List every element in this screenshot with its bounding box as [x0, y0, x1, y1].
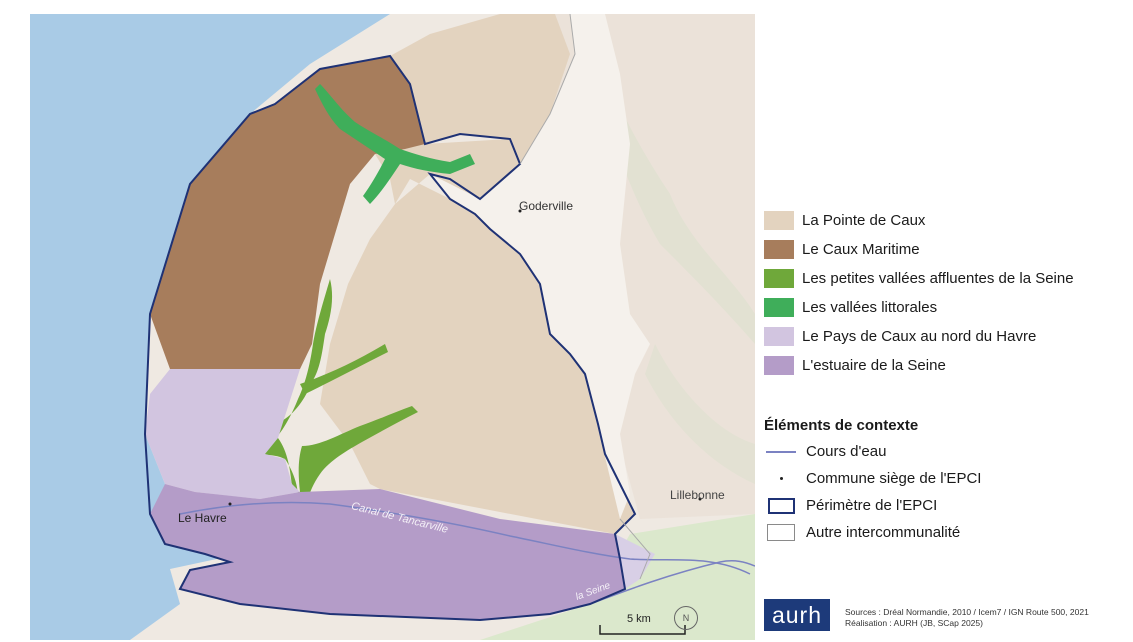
legend-item-caux-maritime: Le Caux Maritime [764, 235, 1129, 264]
map-canvas[interactable]: Goderville Le Havre Lillebonne Canal de … [30, 14, 755, 640]
legend-swatch [764, 240, 794, 259]
seat-dot-le-havre [228, 502, 232, 506]
credits-line: Réalisation : AURH (JB, SCap 2025) [845, 618, 983, 628]
legend-label: Le Caux Maritime [802, 241, 920, 258]
unit-pays-de-caux-nord-havre [145, 369, 300, 499]
legend-item-river: Cours d'eau [764, 438, 1129, 465]
map-svg [30, 14, 755, 640]
label-lillebonne: Lillebonne [670, 488, 725, 502]
sources-line: Sources : Dréal Normandie, 2010 / Icem7 … [845, 607, 1089, 617]
context-title: Éléments de contexte [764, 417, 919, 434]
sources-text: Sources : Dréal Normandie, 2010 / Icem7 … [845, 607, 1130, 629]
legend-item-perimeter: Périmètre de l'EPCI [764, 492, 1129, 519]
legend-swatch [764, 298, 794, 317]
legend-label: La Pointe de Caux [802, 212, 926, 229]
legend-label: Les petites vallées affluentes de la Sei… [802, 270, 1074, 287]
aurh-logo: aurh [764, 599, 830, 631]
estuary-east-light [615, 534, 655, 589]
unit-petites-vallees [220, 279, 418, 499]
other-epci-boundary [519, 14, 651, 580]
epci-perimeter [143, 54, 637, 622]
legend-swatch [764, 211, 794, 230]
canal-line [179, 501, 751, 575]
seine-line [589, 560, 755, 605]
legend-item-petites-vallees: Les petites vallées affluentes de la Sei… [764, 264, 1129, 293]
legend-label: Le Pays de Caux au nord du Havre [802, 328, 1037, 345]
legend-label: Commune siège de l'EPCI [806, 470, 982, 487]
legend-label: Les vallées littorales [802, 299, 938, 316]
legend-swatch [764, 356, 794, 375]
river-symbol [764, 442, 798, 461]
label-le-havre: Le Havre [178, 511, 227, 525]
seat-symbol [764, 469, 798, 488]
legend-label: Autre intercommunalité [806, 524, 961, 541]
legend: La Pointe de Caux Le Caux Maritime Les p… [764, 206, 1129, 546]
north-arrow-icon: N [674, 606, 698, 630]
seat-dot-goderville [518, 209, 522, 213]
epci-east-area [430, 14, 650, 519]
legend-swatch [764, 269, 794, 288]
unit-estuaire-seine [150, 484, 625, 620]
unit-petites-vallees-branch [300, 344, 388, 394]
legend-item-estuaire-seine: L'estuaire de la Seine [764, 351, 1129, 380]
scale-label: 5 km [627, 613, 651, 625]
perimeter-symbol [764, 496, 798, 515]
legend-label: Cours d'eau [806, 443, 887, 460]
legend-item-pointe-de-caux: La Pointe de Caux [764, 206, 1129, 235]
unit-pointe-de-caux [275, 56, 635, 534]
legend-swatch [764, 327, 794, 346]
unit-pointe-de-caux-north [390, 14, 570, 164]
legend-item-pays-de-caux-nord-havre: Le Pays de Caux au nord du Havre [764, 322, 1129, 351]
legend-item-other-epci: Autre intercommunalité [764, 519, 1129, 546]
seat-dot-lillebonne [698, 497, 702, 501]
other-epci-symbol [764, 523, 798, 542]
legend-item-seat: Commune siège de l'EPCI [764, 465, 1129, 492]
label-goderville: Goderville [519, 199, 574, 213]
legend-label: Périmètre de l'EPCI [806, 497, 938, 514]
legend-item-vallees-littorales: Les vallées littorales [764, 293, 1129, 322]
legend-label: L'estuaire de la Seine [802, 357, 946, 374]
